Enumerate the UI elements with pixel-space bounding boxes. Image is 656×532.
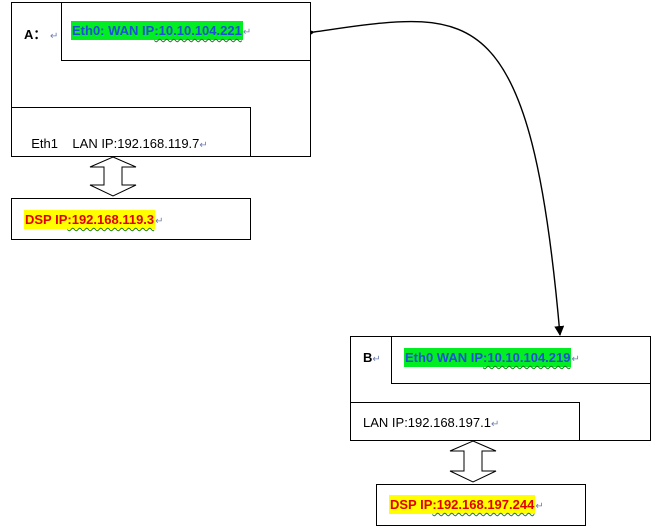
node-b-dsp-ip: DSP IP:192.168.197.244↵ xyxy=(389,495,544,514)
node-a-lan-box xyxy=(11,107,251,157)
node-a-dsp-ip: DSP IP:192.168.119.3↵ xyxy=(24,210,164,229)
node-a-wan-ip: Eth0: WAN IP:10.10.104.221↵ xyxy=(71,21,252,40)
wan-link-arrow xyxy=(304,20,565,336)
node-a-dsp-prefix: DSP IP xyxy=(25,212,68,227)
node-a-lan-address: :192.168.119.7 xyxy=(113,136,200,151)
paragraph-mark: ↵ xyxy=(155,216,164,227)
node-a-dsp-address: :192.168.119.3 xyxy=(67,212,155,227)
node-b-wan-address: :10.10.104.219 xyxy=(483,350,571,365)
node-a-lan-prefix: Eth1 LAN IP xyxy=(31,136,114,151)
node-b-label-text: B xyxy=(363,350,373,365)
paragraph-mark: ↵ xyxy=(50,31,59,42)
paragraph-mark: ↵ xyxy=(535,501,544,512)
node-b-wan-prefix: Eth0 WAN IP xyxy=(405,350,484,365)
node-b-wan-ip: Eth0 WAN IP:10.10.104.219↵ xyxy=(404,348,580,367)
node-b-lan-prefix: LAN IP xyxy=(363,415,405,430)
paragraph-mark: ↵ xyxy=(490,419,500,430)
node-b-lan-box xyxy=(350,402,580,441)
paragraph-mark: ↵ xyxy=(199,140,208,151)
node-b-lan-ip: LAN IP:192.168.197.1↵ xyxy=(363,415,499,430)
node-a-lan-ip: Eth1 LAN IP:192.168.119.7↵ xyxy=(24,121,208,151)
node-b-lan-address: :192.168.197.1 xyxy=(404,415,491,430)
a-lan-dsp-double-arrow xyxy=(89,156,137,197)
node-a-label-text: A： xyxy=(24,27,47,42)
paragraph-mark: ↵ xyxy=(372,354,381,365)
node-b-label: B↵ xyxy=(363,350,381,365)
b-lan-dsp-double-arrow xyxy=(449,440,497,483)
node-b-dsp-address: :192.168.197.244 xyxy=(432,497,535,512)
node-a-label: A： ↵ xyxy=(24,24,58,43)
paragraph-mark: ↵ xyxy=(571,354,580,365)
node-a-wan-prefix: Eth0: WAN IP xyxy=(72,23,155,38)
paragraph-mark: ↵ xyxy=(242,27,252,38)
node-b-dsp-prefix: DSP IP xyxy=(390,497,433,512)
node-a-wan-address: :10.10.104.221 xyxy=(154,23,242,38)
